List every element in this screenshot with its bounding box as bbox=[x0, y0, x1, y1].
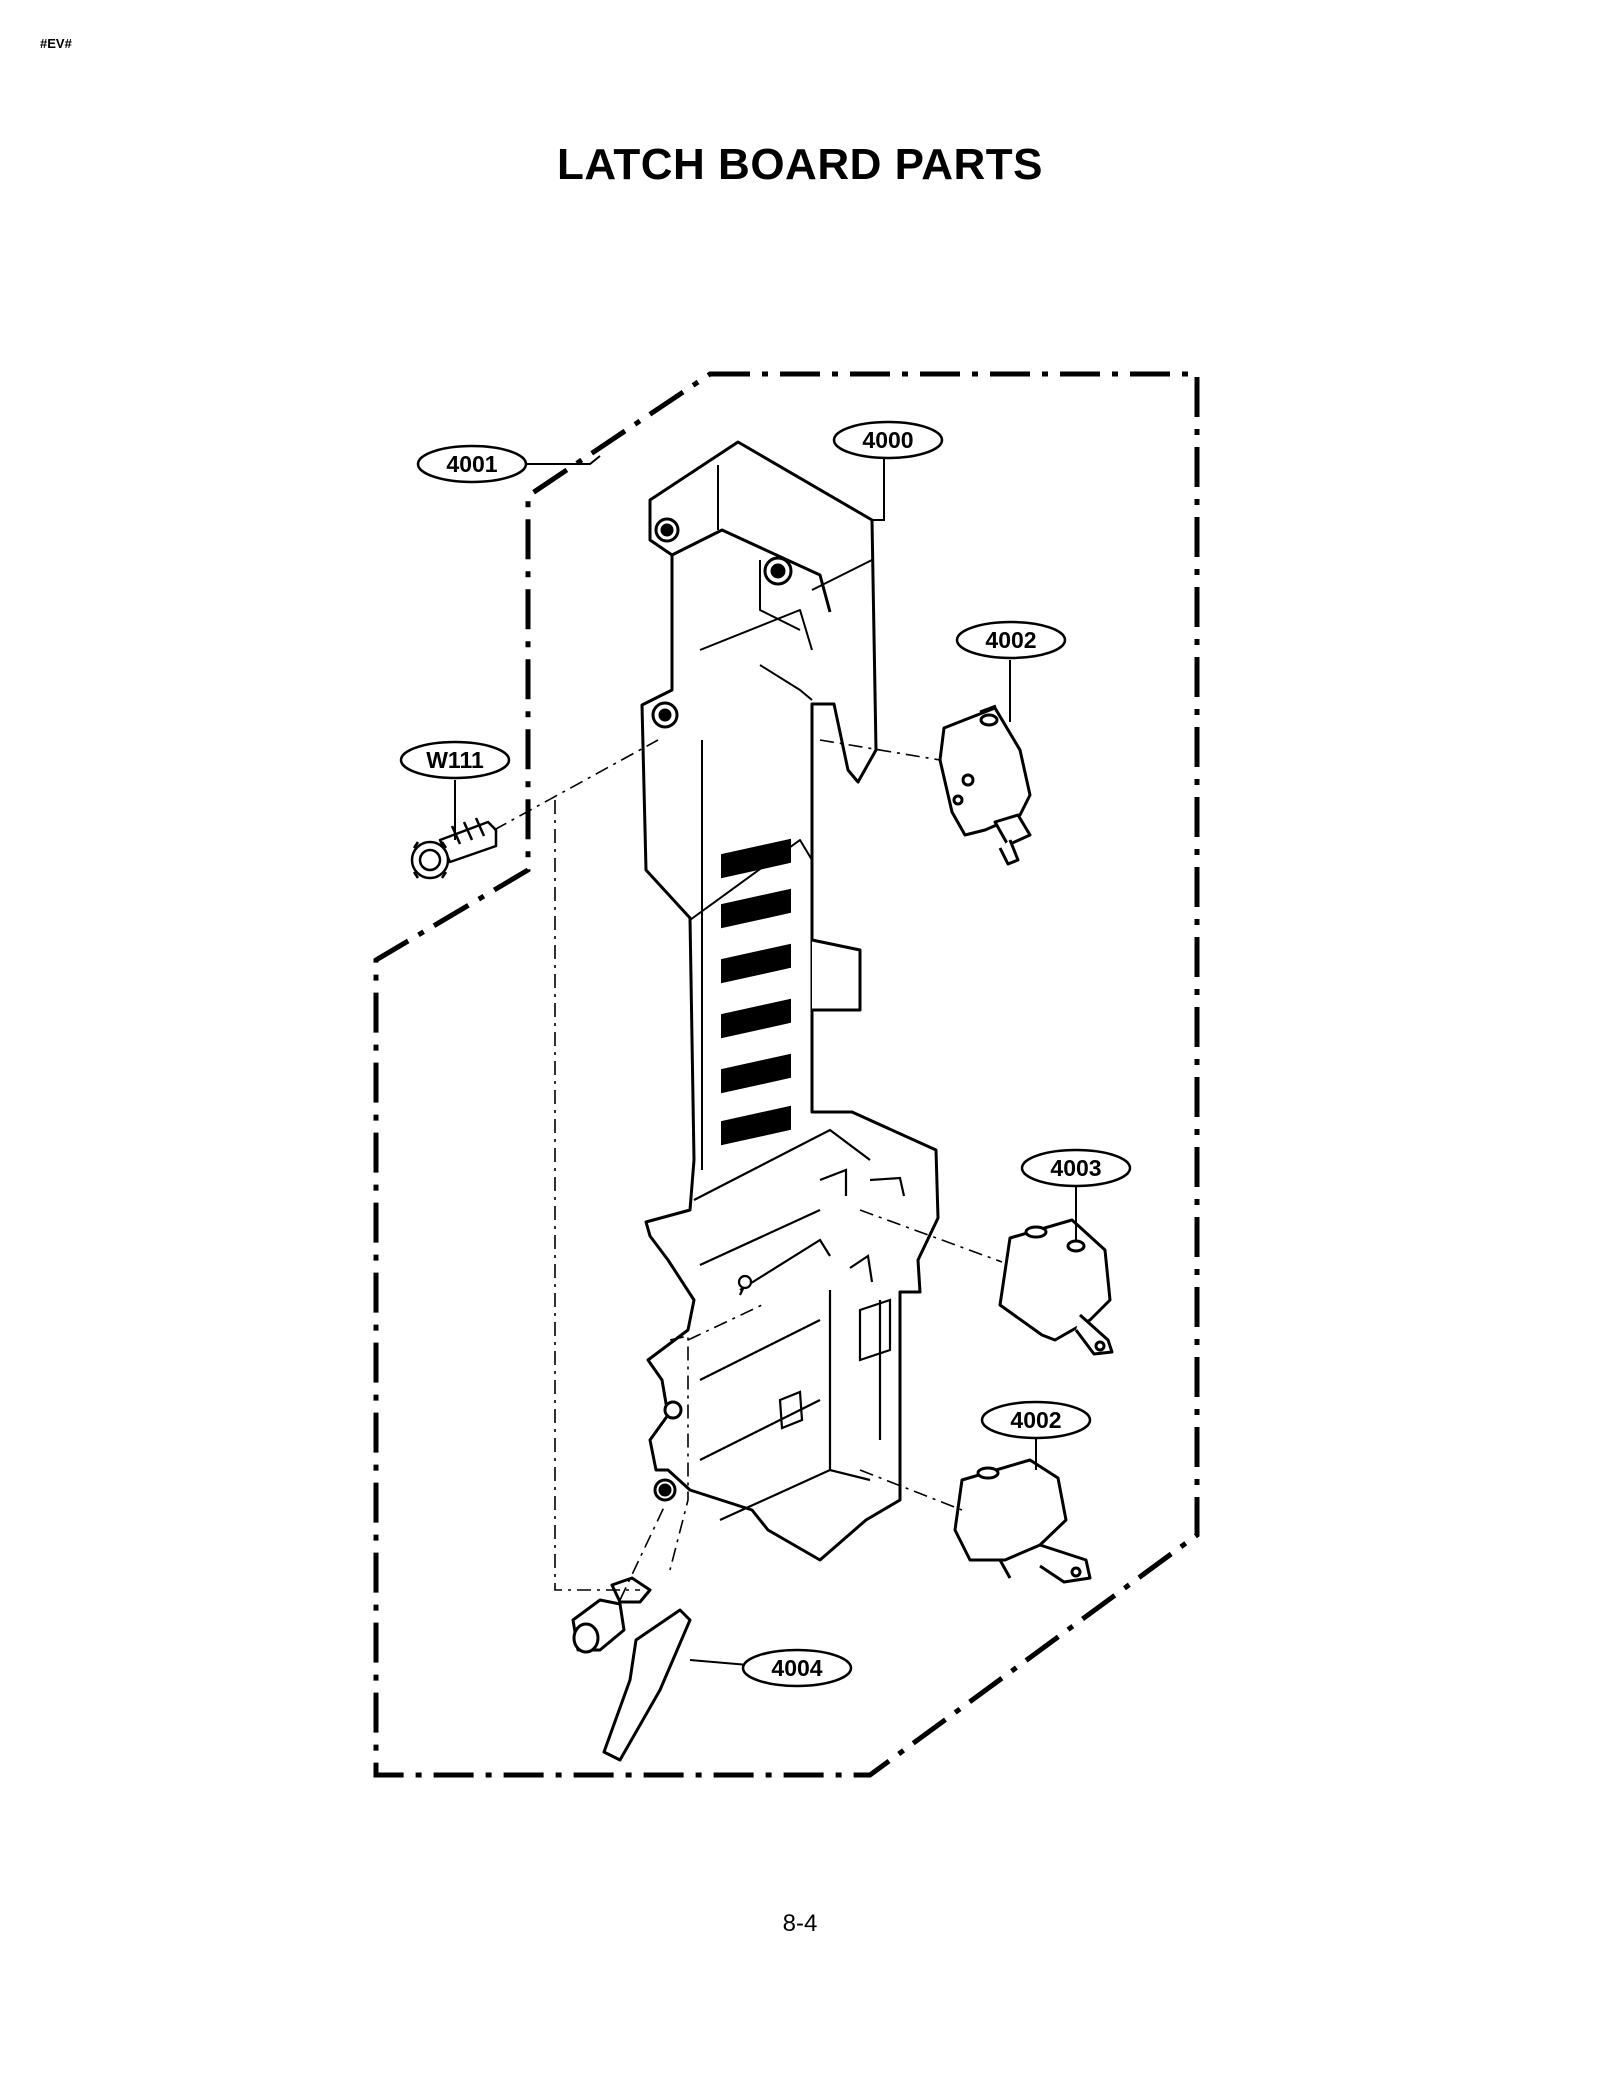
latch-lever-4004 bbox=[571, 1576, 692, 1762]
callout-w111-label: W111 bbox=[426, 747, 484, 773]
callout-4001: 4001 bbox=[416, 444, 528, 484]
callout-4001-label: 4001 bbox=[446, 451, 497, 477]
callout-4003-label: 4003 bbox=[1050, 1155, 1101, 1181]
switch-4002-bottom bbox=[953, 1458, 1092, 1584]
callout-4004: 4004 bbox=[741, 1648, 853, 1688]
assembly-boundary bbox=[373, 371, 1200, 1778]
page-number: 8-4 bbox=[782, 1910, 818, 1937]
projection-lines bbox=[493, 739, 1003, 1601]
callout-w111: W111 bbox=[399, 740, 511, 780]
header-tag: #EV# bbox=[40, 36, 72, 51]
callout-4002-bottom: 4002 bbox=[980, 1400, 1092, 1440]
callout-4004-label: 4004 bbox=[771, 1655, 822, 1681]
leader-lines bbox=[454, 454, 1077, 1667]
callout-4002-top: 4002 bbox=[955, 620, 1067, 660]
callout-4000: 4000 bbox=[832, 420, 944, 460]
callout-4002-bottom-label: 4002 bbox=[1010, 1407, 1061, 1433]
screw-w111 bbox=[410, 817, 498, 880]
board-ribs bbox=[721, 838, 791, 1146]
callout-4002-top-label: 4002 bbox=[985, 627, 1036, 653]
callout-4003: 4003 bbox=[1020, 1148, 1132, 1188]
board-lower-details bbox=[693, 1128, 906, 1522]
callout-4000-label: 4000 bbox=[862, 427, 913, 453]
switch-4003 bbox=[998, 1218, 1114, 1356]
page-title: LATCH BOARD PARTS bbox=[557, 140, 1043, 189]
switch-4002-top bbox=[938, 704, 1032, 866]
